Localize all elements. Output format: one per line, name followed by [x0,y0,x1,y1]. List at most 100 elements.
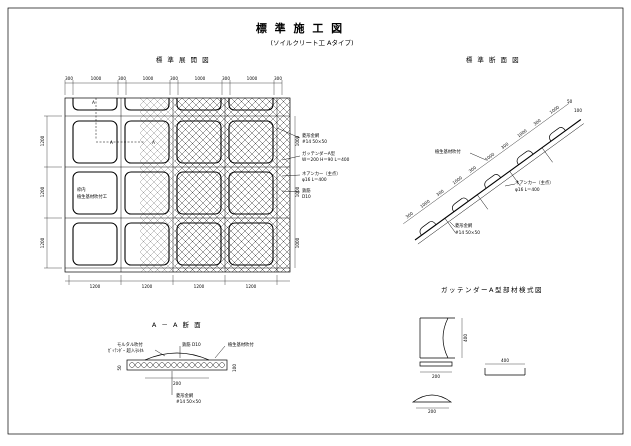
cross-dim: 300 [435,188,445,197]
cross-dim: 1000 [419,198,431,209]
plan-top-dim: 1000 [143,76,154,81]
leader-seed [214,345,226,359]
detail-side-view [411,394,453,403]
section-marker-label: A [92,100,95,106]
cross-dim: 1000 [484,151,496,162]
cross-dim: 300 [532,118,542,127]
aa-slab [126,359,228,371]
aa-rebar-circles [129,362,225,368]
plan-view: 300 1000 300 1000 300 1000 300 1000 300 [40,76,350,289]
plan-top-dim: 1000 [91,76,102,81]
leader-anchor [504,183,516,187]
callout-rebar-line2: D10 [302,194,311,200]
callout-gattender-line1: ガッテンダーA型 [302,150,336,157]
sheet-subtitle: (ソイルクリート工 Aタイプ) [270,38,353,47]
leader-seed [469,152,487,161]
plan-top-dim: 300 [222,76,230,81]
cross-section-title: 標 準 断 面 図 [466,55,520,64]
plan-left-dimensions: 1200 1200 1200 [40,115,62,269]
plan-callouts: 菱形金網 #14 50×50 ガッテンダーA型 W＝200 H＝90 L＝400… [276,127,350,200]
plan-top-dimensions: 300 1000 300 1000 300 1000 300 1000 300 [64,76,282,95]
mesh-area-middle [140,98,175,272]
plan-right-dim: 1000 [295,237,300,248]
plan-frames [72,98,274,266]
callout-mesh-line1: 菱形金網 [302,132,320,139]
cross-offset-dim: 50 [567,99,573,104]
cross-dim-line [403,103,570,224]
cross-dim: 300 [468,165,478,174]
leader-mortar [154,349,166,357]
cross-label-seed: 植生基材吹付 [435,148,461,155]
aa-label-seed: 植生基材吹付 [228,341,254,348]
detail-plan-view [484,368,526,376]
callout-anchor-line2: φ16 L＝400 [302,177,327,183]
cross-dim: 1000 [549,104,561,115]
detail-section-title: ガッテンダーA型部材検式図 [441,285,543,294]
callout-mesh-line2: #14 50×50 [302,139,327,145]
slope-base-line [417,123,584,245]
detail-dim-width2: 200 [428,409,436,414]
aa-label-rebar: 鉄筋 D10 [182,341,201,348]
leader-mesh [449,221,456,228]
inner-label-bg [75,184,115,202]
detail-view: 400 200 200 400 [411,317,526,414]
plan-section-title: 標 準 展 開 図 [156,55,210,64]
detail-dim-height: 400 [463,334,468,342]
plan-bottom-dim: 1200 [246,284,257,289]
detail-dim-width1: 200 [432,374,440,379]
section-marker-aa: A A A [92,98,155,146]
cross-dim: 1000 [451,175,463,186]
aa-dim-right: 100 [232,364,237,372]
plan-left-dim: 1200 [40,186,45,197]
plan-top-dim: 1000 [195,76,206,81]
plan-top-dim: 300 [118,76,126,81]
slope-surface [414,119,582,241]
aa-label-mesh-line2: #14 50×50 [176,399,201,405]
mesh-area-right [175,98,290,272]
cross-dim: 300 [500,141,510,150]
cross-label-mesh-line1: 菱形金網 [455,222,473,229]
detail-dim-length: 400 [501,358,509,363]
plan-bottom-dimensions: 1200 1200 1200 1200 [65,275,290,289]
detail-top-view [419,361,453,367]
plan-rebar-lines [65,98,290,272]
aa-label-mortar-line2: ｶﾞｯﾃﾝﾀﾞｰ 超入ﾓﾙﾀﾙ [108,347,145,354]
cross-offset-dim: 100 [574,108,582,113]
cross-label-mesh-line2: #14 50×50 [455,230,480,236]
aa-frame-arch [144,352,210,361]
cross-dim: 300 [405,211,415,220]
aa-label-mortar-line1: モルタル吹付 [117,341,143,348]
sheet-title: 標 準 施 工 図 [256,21,344,35]
plan-top-dim: 1000 [247,76,258,81]
section-marker-label: A [152,140,155,146]
detail-front-view [419,317,455,359]
cross-label-anchor-line2: φ16 L＝400 [515,187,540,193]
plan-top-dim: 300 [274,76,282,81]
callout-gattender-line2: W＝200 H＝90 L＝400 [302,157,350,163]
plan-right-dim: 1000 [295,135,300,146]
plan-bottom-dim: 1200 [90,284,101,289]
inner-label-line2: 植生基材吹付工 [77,193,108,200]
callout-rebar-line1: 鉄筋 [302,187,311,194]
aa-section-title: A － A 断 面 [152,320,202,329]
aa-dim-bottom: 200 [173,381,181,386]
cross-label-anchor-line1: ネアンカー（主点） [515,179,554,186]
inner-label-line1: 枠内 [77,186,86,193]
cross-section-view: 300 1000 300 1000 300 1000 300 1000 300 … [403,99,584,245]
plan-left-dim: 1200 [40,135,45,146]
callout-anchor-line1: ネアンカー（主点） [302,170,341,177]
plan-bottom-dim: 1200 [142,284,153,289]
cross-anchors [444,147,553,233]
aa-label-mesh-line1: 菱形金網 [176,392,194,399]
aa-dim-left: 50 [117,365,122,371]
plan-left-dim: 1200 [40,237,45,248]
cross-dim: 1000 [516,128,528,139]
plan-bottom-dim: 1200 [194,284,205,289]
sheet-border [7,7,624,435]
section-marker-label: A [110,140,113,146]
plan-top-dim: 300 [65,76,73,81]
cross-frames [419,127,566,236]
aa-section-view: モルタル吹付 ｶﾞｯﾃﾝﾀﾞｰ 超入ﾓﾙﾀﾙ 鉄筋 D10 植生基材吹付 菱形金… [108,341,254,405]
